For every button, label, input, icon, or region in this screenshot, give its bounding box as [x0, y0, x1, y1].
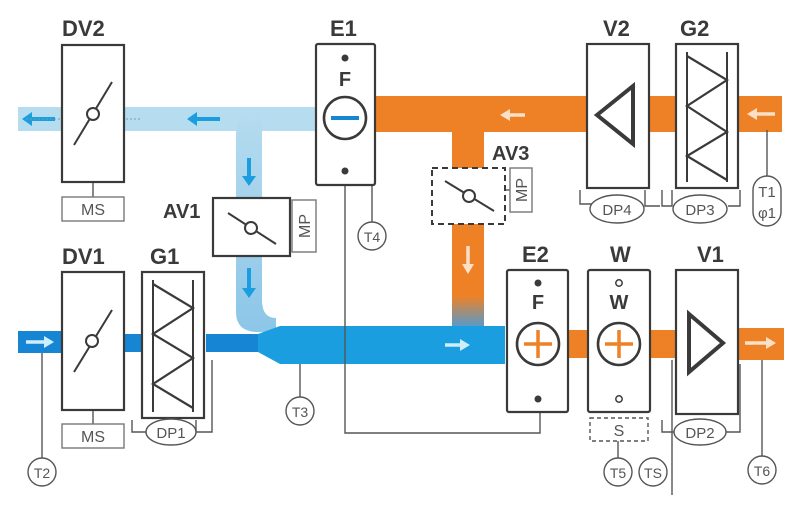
svg-text:DP4: DP4 — [602, 202, 631, 219]
ms-label-top: MS — [81, 202, 105, 219]
sensor-dp4[interactable]: DP4 — [589, 194, 645, 224]
dv2-label: DV2 — [62, 16, 105, 41]
ms-label-bottom: MS — [81, 429, 105, 446]
dot-icon — [534, 395, 542, 403]
sensor-t2[interactable]: T2 — [27, 457, 57, 487]
sensor-dp3[interactable]: DP3 — [672, 194, 728, 224]
sensor-ts[interactable]: TS — [638, 457, 668, 487]
dot-icon — [615, 395, 623, 403]
svg-text:φ1: φ1 — [758, 205, 776, 222]
ms-box-top — [61, 196, 125, 222]
e1-f-letter: F — [339, 69, 351, 91]
sensor-t4[interactable]: T4 — [357, 221, 387, 251]
s-label: S — [614, 423, 625, 440]
svg-text:DP2: DP2 — [685, 425, 714, 442]
av3-label: AV3 — [492, 143, 529, 165]
recirc-duct — [452, 130, 484, 170]
filter-icon — [150, 283, 196, 409]
g2-filter[interactable] — [674, 42, 740, 190]
mp-label-av1: MP — [297, 214, 314, 238]
control-wiring — [41, 130, 768, 495]
w-w-letter: W — [610, 292, 629, 314]
dot-icon — [534, 279, 542, 287]
mix-section — [452, 296, 484, 326]
ms-box-bottom — [61, 423, 125, 449]
mp-label-av3: MP — [514, 178, 531, 202]
svg-text:DP1: DP1 — [156, 425, 185, 442]
svg-text:T5: T5 — [610, 465, 627, 481]
svg-text:T2: T2 — [34, 465, 51, 481]
damper-icon — [444, 180, 495, 212]
v1-label: V1 — [697, 242, 724, 267]
supply-warm-2 — [650, 330, 678, 358]
e2-f-letter: F — [532, 292, 544, 314]
w-label: W — [610, 242, 631, 267]
cooler-icon — [322, 95, 368, 141]
intake-duct-3 — [206, 334, 260, 352]
sensor-dp1[interactable]: DP1 — [145, 418, 197, 446]
svg-text:T3: T3 — [292, 404, 309, 420]
arrow-icon — [22, 112, 256, 298]
sensor-t5[interactable]: T5 — [603, 457, 633, 487]
heater-icon — [515, 321, 561, 367]
svg-text:T4: T4 — [364, 229, 381, 245]
g1-label: G1 — [150, 244, 179, 269]
svg-text:TS: TS — [644, 465, 662, 481]
mp-box-av3 — [509, 167, 533, 213]
arrow-icon — [26, 336, 470, 351]
v1-fan[interactable] — [674, 268, 740, 416]
arrow-icon — [462, 108, 776, 349]
sensor-dp2[interactable]: DP2 — [673, 418, 727, 446]
fan-icon — [593, 81, 635, 149]
v2-label: V2 — [603, 16, 630, 41]
e1-label: E1 — [330, 16, 357, 41]
g2-label: G2 — [680, 16, 709, 41]
filter-icon — [684, 55, 730, 181]
damper-icon — [227, 212, 277, 245]
sensor-t6[interactable]: T6 — [747, 455, 777, 485]
sensor-t3[interactable]: T3 — [285, 396, 315, 426]
av1-label: AV1 — [163, 201, 200, 223]
damper-icon — [73, 81, 113, 146]
svg-text:T6: T6 — [754, 463, 771, 479]
heater-icon — [596, 321, 642, 367]
extract-warm-stub — [650, 100, 678, 128]
damper-icon — [73, 309, 113, 373]
dv1-label: DV1 — [62, 244, 105, 269]
mp-box-av1 — [291, 199, 317, 253]
svg-text:T1: T1 — [758, 184, 776, 201]
s-box — [589, 417, 649, 442]
supply-duct — [258, 326, 505, 364]
fan-icon — [687, 309, 727, 377]
dot-icon — [615, 279, 623, 287]
svg-text:DP3: DP3 — [685, 202, 714, 219]
sensor-t1[interactable]: T1 φ1 — [752, 175, 782, 227]
dot-icon — [341, 167, 349, 175]
e2-label: E2 — [522, 242, 549, 267]
dot-icon — [341, 54, 349, 62]
